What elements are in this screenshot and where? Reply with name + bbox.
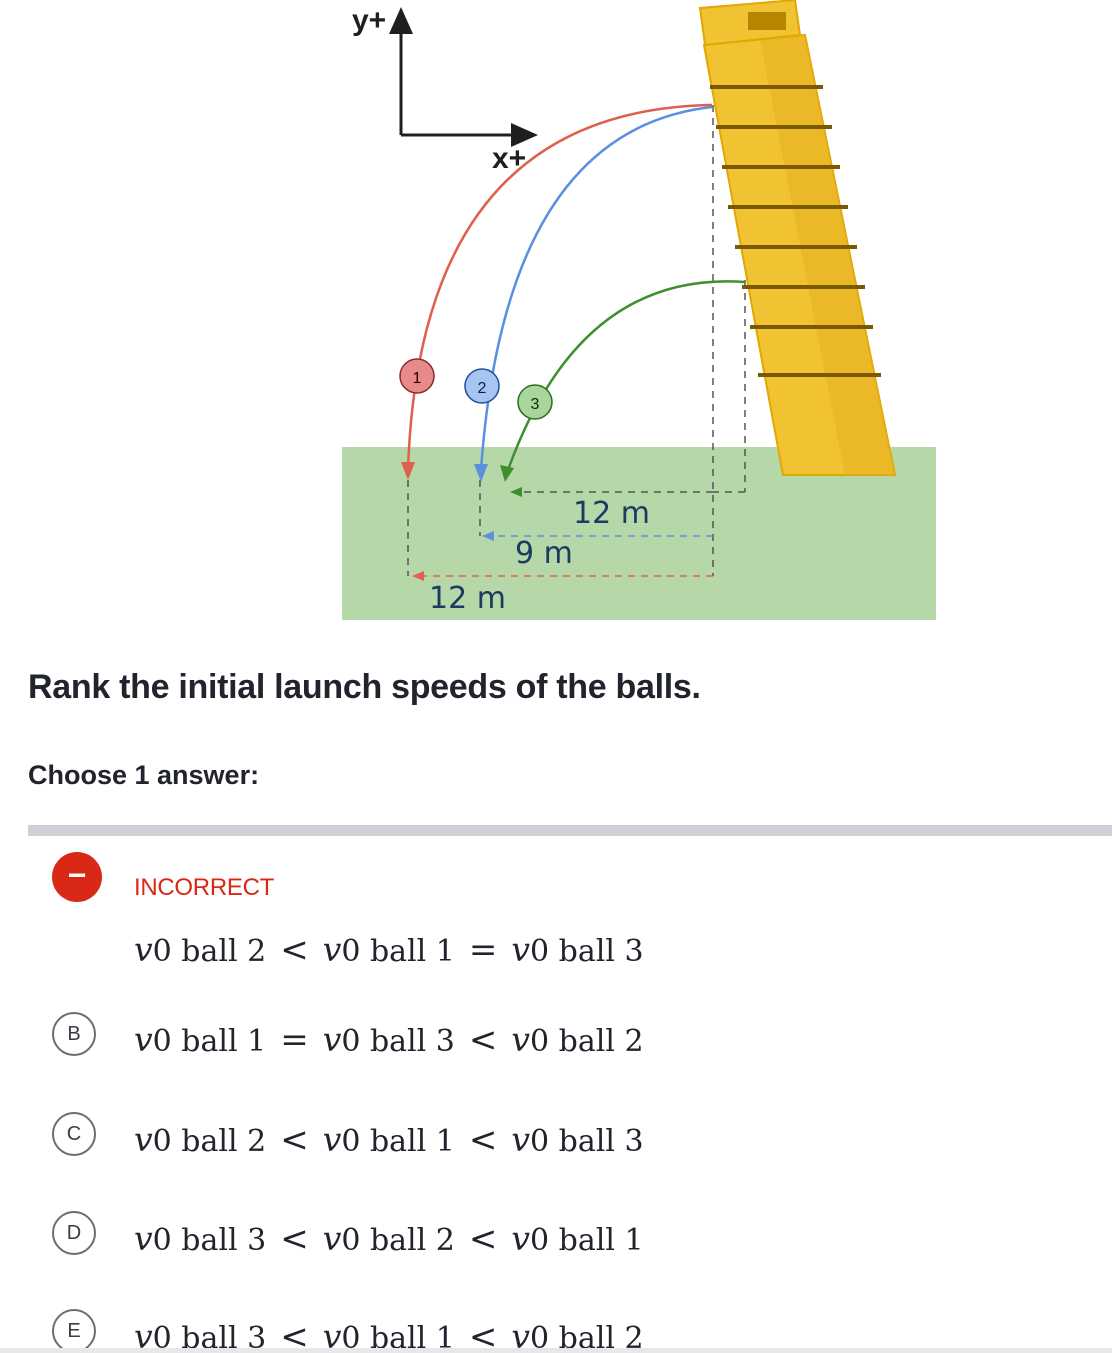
choice-a-math: v0 ball 2<v0 ball 1=v0 ball 3	[134, 930, 644, 970]
y-axis-label: y+	[352, 4, 386, 37]
ball-2: 2	[464, 368, 500, 404]
choice-b-badge: B	[52, 1012, 96, 1056]
choice-e[interactable]: E v0 ball 3<v0 ball 1<v0 ball 2	[0, 1305, 1112, 1348]
choice-a[interactable]: − INCORRECT v0 ball 2<v0 ball 1=v0 ball …	[0, 850, 1112, 970]
choice-d-badge: D	[52, 1211, 96, 1255]
arrowhead-ball-2	[474, 464, 488, 482]
ball-1-label: 1	[413, 370, 422, 387]
choose-label: Choose 1 answer:	[28, 760, 260, 790]
ball-1: 1	[399, 358, 435, 394]
distance-label-ball-3: 12 m	[573, 496, 650, 531]
distance-label-ball-1: 12 m	[429, 581, 506, 616]
choice-c[interactable]: C v0 ball 2<v0 ball 1<v0 ball 3	[0, 1108, 1112, 1188]
distance-label-ball-2: 9 m	[515, 536, 573, 571]
axes: y+ x+	[352, 4, 538, 175]
ball-2-label: 2	[478, 380, 487, 397]
choice-d[interactable]: D v0 ball 3<v0 ball 2<v0 ball 1	[0, 1207, 1112, 1287]
ball-3: 3	[517, 384, 553, 420]
choice-b-math: v0 ball 1=v0 ball 3<v0 ball 2	[134, 1020, 644, 1060]
choice-e-badge: E	[52, 1309, 96, 1348]
choice-d-math: v0 ball 3<v0 ball 2<v0 ball 1	[134, 1219, 644, 1259]
choice-e-math: v0 ball 3<v0 ball 1<v0 ball 2	[134, 1317, 644, 1348]
trajectory-ball-3	[506, 280, 746, 471]
arrowhead-ball-1	[401, 462, 415, 480]
x-axis-label: x+	[492, 142, 526, 175]
incorrect-icon: −	[52, 852, 102, 902]
divider	[28, 825, 1112, 836]
projectile-diagram: y+ x+ 1 2	[342, 0, 936, 620]
arrowhead-ball-3	[500, 465, 514, 482]
incorrect-status: INCORRECT	[134, 874, 274, 901]
ball-3-label: 3	[531, 396, 540, 413]
leaning-tower	[698, 0, 897, 476]
choice-b[interactable]: B v0 ball 1=v0 ball 3<v0 ball 2	[0, 1008, 1112, 1088]
bottom-border	[0, 1348, 1112, 1353]
choice-c-math: v0 ball 2<v0 ball 1<v0 ball 3	[134, 1120, 644, 1160]
trajectory-ball-1	[406, 103, 713, 471]
question-text: Rank the initial launch speeds of the ba…	[28, 668, 701, 706]
choice-c-badge: C	[52, 1112, 96, 1156]
